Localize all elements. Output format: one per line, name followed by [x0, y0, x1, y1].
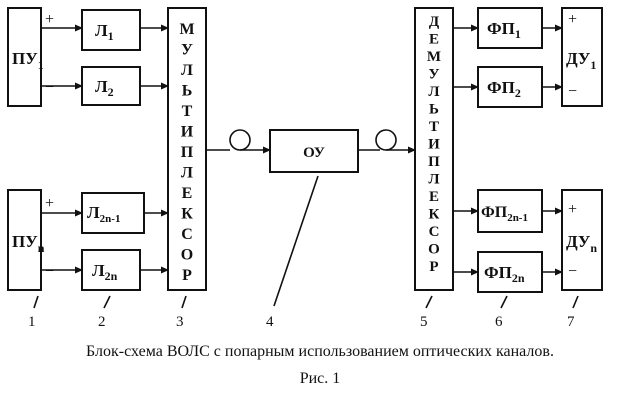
ref-number: 7 — [567, 314, 575, 330]
plus-sign: + — [45, 11, 54, 28]
ref-number: 3 — [176, 314, 184, 330]
ref-number: 4 — [266, 314, 274, 330]
minus-sign: − — [45, 263, 54, 280]
minus-sign: − — [45, 79, 54, 96]
ref-number: 2 — [98, 314, 106, 330]
minus-sign: − — [568, 263, 577, 280]
plus-sign: + — [568, 201, 577, 218]
ref-number: 5 — [420, 314, 428, 330]
svg-text:ДЕМУЛЬТИПЛЕКСОР: ДЕМУЛЬТИПЛЕКСОР — [427, 14, 441, 275]
fp2-block: ФП2 — [478, 67, 542, 107]
figure-caption: Блок-схема ВОЛС с попарным использование… — [0, 343, 640, 361]
figure-label: Рис. 1 — [0, 370, 640, 388]
svg-text:ОУ: ОУ — [303, 145, 325, 161]
ref-number: 6 — [495, 314, 503, 330]
fp1-block: ФП1 — [478, 8, 542, 48]
l2n-block: Л2n — [82, 250, 140, 290]
fp2n1-block: ФП2n-1 — [478, 190, 542, 232]
l1-block: Л1 — [82, 10, 140, 50]
ref-number: 1 — [28, 314, 36, 330]
l2-block: Л2 — [82, 67, 140, 105]
minus-sign: − — [568, 83, 577, 100]
plus-sign: + — [568, 11, 577, 28]
l2n1-block: Л2n-1 — [82, 193, 144, 233]
fp2n-block: ФП2n — [478, 252, 542, 292]
demultiplexer-block: ДЕМУЛЬТИПЛЕКСОР — [415, 8, 453, 290]
ou-block: ОУ — [270, 130, 358, 172]
plus-sign: + — [45, 195, 54, 212]
pu1-block: ПУ1 — [8, 8, 44, 106]
multiplexer-block: МУЛЬТИПЛЕКСОР — [168, 8, 206, 290]
pun-block: ПУn — [8, 190, 45, 290]
